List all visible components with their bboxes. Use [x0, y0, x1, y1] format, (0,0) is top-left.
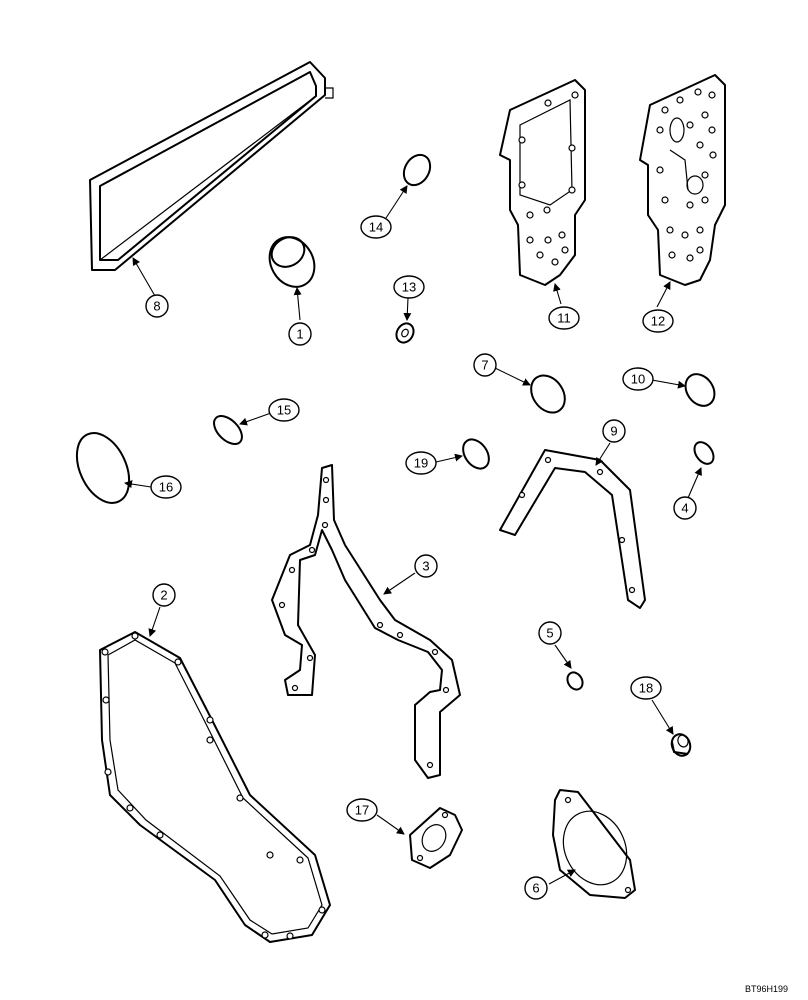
callout-12: 12 [642, 309, 674, 333]
callout-6: 6 [524, 876, 548, 900]
leader-16 [124, 480, 152, 489]
part-4-o-ring [693, 441, 715, 465]
leader-10 [651, 379, 686, 389]
svg-text:19: 19 [414, 456, 428, 471]
callout-5: 5 [538, 621, 562, 645]
leader-8 [132, 257, 156, 297]
svg-text:18: 18 [639, 681, 653, 696]
part-6-flange-gasket [552, 789, 636, 899]
svg-text:10: 10 [631, 372, 645, 387]
svg-text:16: 16 [159, 480, 173, 495]
part-13-washer [395, 322, 415, 344]
part-14-o-ring [402, 153, 432, 187]
leader-3 [383, 572, 416, 595]
svg-text:15: 15 [277, 403, 291, 418]
part-16-o-ring [75, 432, 131, 504]
part-7-o-ring [530, 374, 566, 414]
drawing-code: BT96H199 [745, 984, 788, 994]
svg-text:2: 2 [160, 588, 167, 603]
callout-8: 8 [145, 294, 169, 318]
leader-13 [403, 297, 412, 321]
leader-2 [148, 606, 161, 637]
callout-14: 14 [360, 215, 392, 239]
svg-text:17: 17 [355, 803, 369, 818]
callout-15: 15 [268, 398, 300, 422]
leader-6 [548, 869, 576, 885]
svg-text:4: 4 [681, 501, 688, 516]
callout-10: 10 [622, 367, 654, 391]
leader-12 [656, 281, 671, 308]
callout-2: 2 [152, 583, 176, 607]
part-8-cover-gasket [89, 61, 334, 271]
callout-4: 4 [673, 496, 697, 520]
svg-text:3: 3 [422, 559, 429, 574]
part-19-o-ring [462, 438, 490, 470]
part-10-o-ring [684, 373, 716, 407]
leader-5 [554, 644, 572, 669]
callout-11: 11 [548, 306, 580, 330]
callout-16: 16 [150, 475, 182, 499]
svg-text:11: 11 [557, 311, 571, 326]
callout-9: 9 [602, 419, 626, 443]
part-18-plug [670, 733, 692, 757]
part-3-cover-gasket [271, 464, 461, 779]
part-2-gear-cover-gasket [99, 631, 331, 943]
callout-18: 18 [630, 676, 662, 700]
svg-text:14: 14 [369, 220, 383, 235]
svg-text:7: 7 [481, 358, 488, 373]
svg-text:6: 6 [532, 881, 539, 896]
svg-text:1: 1 [296, 327, 303, 342]
callout-3: 3 [414, 554, 438, 578]
leader-15 [239, 412, 272, 426]
part-12-plate-gasket [639, 74, 726, 286]
leader-19 [435, 453, 463, 463]
callout-19: 19 [405, 451, 437, 475]
leader-11 [553, 283, 562, 305]
svg-text:5: 5 [546, 626, 553, 641]
svg-text:9: 9 [610, 424, 617, 439]
part-15-o-ring [213, 415, 243, 445]
part-9-arc-gasket [499, 449, 646, 609]
callout-7: 7 [473, 353, 497, 377]
leader-17 [376, 814, 405, 835]
leader-18 [651, 699, 674, 735]
svg-text:13: 13 [402, 280, 416, 295]
part-17-flange-gasket [409, 807, 463, 869]
part-5-o-ring [566, 671, 584, 691]
part-11-plate-gasket [499, 79, 586, 286]
callout-1: 1 [288, 322, 312, 346]
svg-text:8: 8 [153, 299, 160, 314]
leader-7 [494, 367, 531, 386]
leader-14 [385, 185, 408, 219]
callout-13: 13 [393, 275, 425, 299]
callout-17: 17 [346, 798, 378, 822]
leader-4 [687, 467, 702, 499]
part-1-seal [268, 236, 316, 288]
svg-text:12: 12 [651, 314, 665, 329]
leader-1 [293, 287, 302, 321]
leader-9 [595, 442, 611, 466]
